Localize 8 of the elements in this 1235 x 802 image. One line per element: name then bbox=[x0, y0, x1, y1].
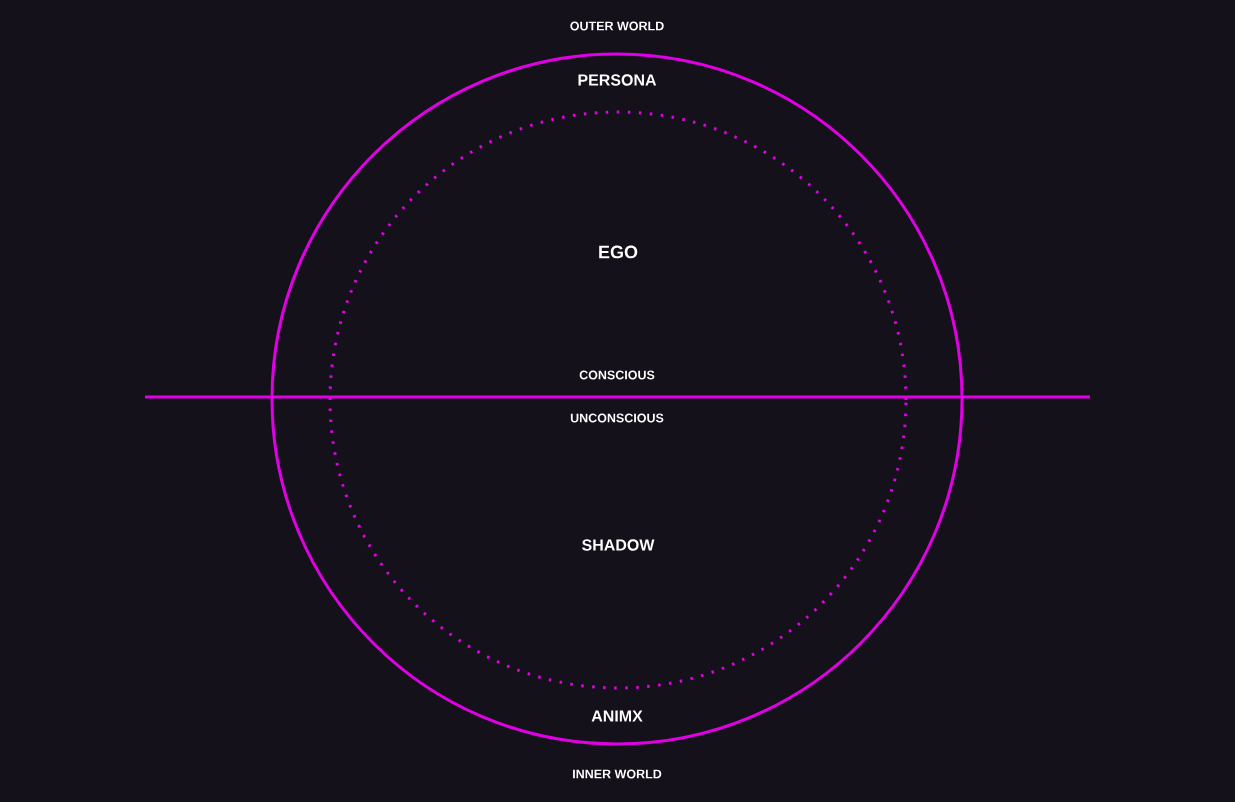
circle-label: ANIMX bbox=[591, 710, 643, 722]
region-label: CONSCIOUS bbox=[579, 370, 655, 380]
circle-label: EGO bbox=[599, 245, 638, 259]
region-label: INNER WORLD bbox=[573, 769, 662, 779]
region-label: UNCONSCIOUS bbox=[570, 413, 664, 423]
circle-label: PERSONA bbox=[578, 74, 657, 86]
circle-label: SHADOW bbox=[582, 539, 655, 551]
region-label: OUTER WORLD bbox=[570, 21, 664, 31]
